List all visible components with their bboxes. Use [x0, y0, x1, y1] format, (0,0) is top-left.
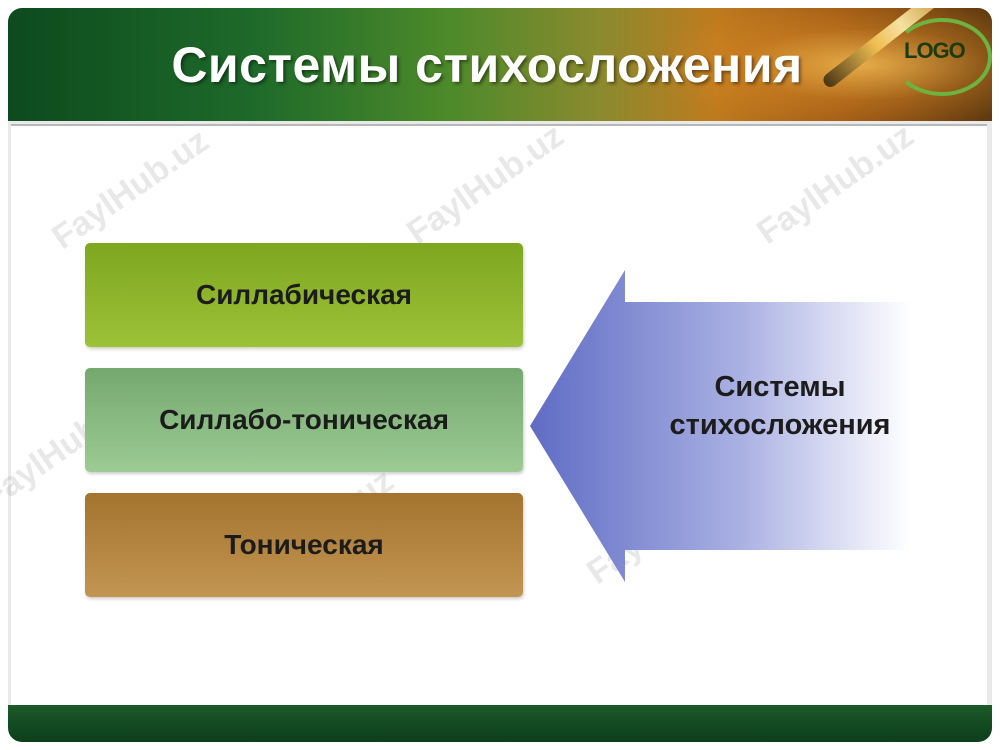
arrow-label-line1: Системы: [714, 371, 846, 403]
box-syllabo-tonic: Силлабо-тоническая: [85, 368, 523, 472]
box-tonic: Тоническая: [85, 493, 523, 597]
box-syllabic: Силлабическая: [85, 243, 523, 347]
logo-ring-icon: [892, 18, 992, 96]
arrow-label: Системы стихосложения: [640, 368, 920, 444]
header-banner: Системы стихосложения LOGO: [8, 8, 992, 121]
footer-bar: [8, 705, 992, 742]
page-title: Системы стихосложения: [171, 37, 803, 93]
logo: LOGO: [904, 38, 966, 63]
arrow-label-line2: стихосложения: [669, 409, 891, 441]
box-label: Силлабо-тоническая: [159, 404, 449, 435]
box-label: Силлабическая: [195, 279, 413, 310]
left-arrow-icon: [530, 270, 910, 582]
box-label: Тоническая: [224, 529, 384, 560]
